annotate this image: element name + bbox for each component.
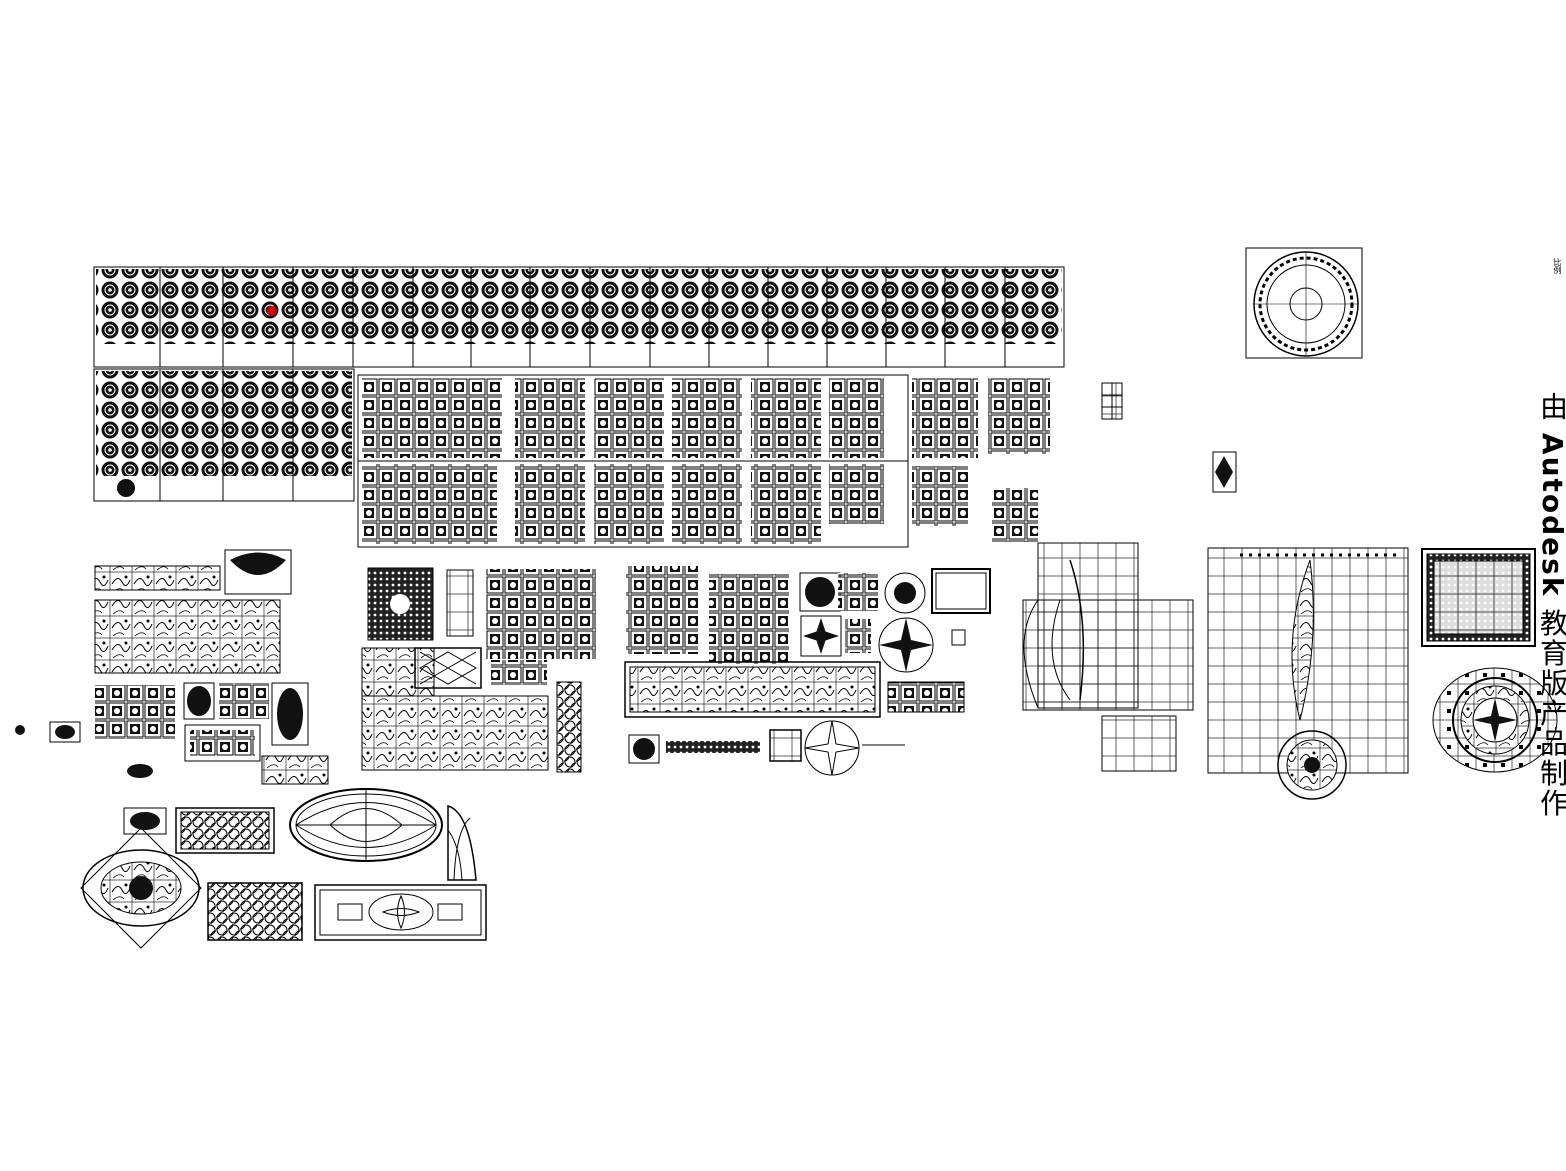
medallion-cluster-left	[15, 682, 329, 785]
small-medallion-panel	[1212, 451, 1237, 493]
rosette-sheet-top	[93, 266, 1065, 368]
grid-floor-plan-left	[1022, 542, 1194, 772]
highlight-marker	[267, 306, 277, 316]
window-grid-panel	[446, 569, 474, 637]
small-grid-panel	[1101, 382, 1123, 420]
lattice-panel-bottom	[207, 882, 303, 941]
scale-mark: 比例	[1553, 258, 1562, 274]
lattice-rectangle-framed	[175, 807, 275, 854]
tile-sheet-center	[357, 374, 1050, 548]
compass-rose-floor-plan	[1432, 667, 1558, 773]
watermark-suffix: 教育版产品制作	[1536, 608, 1566, 819]
tile-strip-right	[887, 681, 965, 713]
border-strip	[94, 549, 292, 595]
arch-window-elevation	[447, 805, 477, 881]
oval-inlay-plan	[289, 788, 443, 862]
floral-border-panel	[624, 661, 881, 718]
autodesk-education-watermark: 由 Autodesk 教育版产品制作	[1536, 392, 1566, 819]
swirl-panel-large	[94, 599, 281, 674]
dense-square-panel	[367, 567, 434, 641]
small-tile-block	[486, 566, 789, 664]
swirl-panel-center	[361, 695, 549, 771]
grid-floor-plan-floral	[1207, 547, 1409, 800]
framed-grid-plan	[1421, 548, 1536, 647]
star-medallion	[799, 568, 991, 673]
rosette-sheet-left	[93, 368, 355, 502]
circle-medallion-plan	[1245, 247, 1363, 359]
watermark-prefix: 由	[1536, 392, 1566, 422]
bottom-small-ornaments	[628, 720, 905, 776]
diamond-oval-mosaic	[80, 827, 202, 949]
floral-inlay-rectangle	[314, 884, 487, 941]
vertical-lattice-strip	[556, 681, 582, 773]
oval-medallion-small	[123, 807, 167, 835]
watermark-brand: Autodesk	[1536, 432, 1566, 598]
